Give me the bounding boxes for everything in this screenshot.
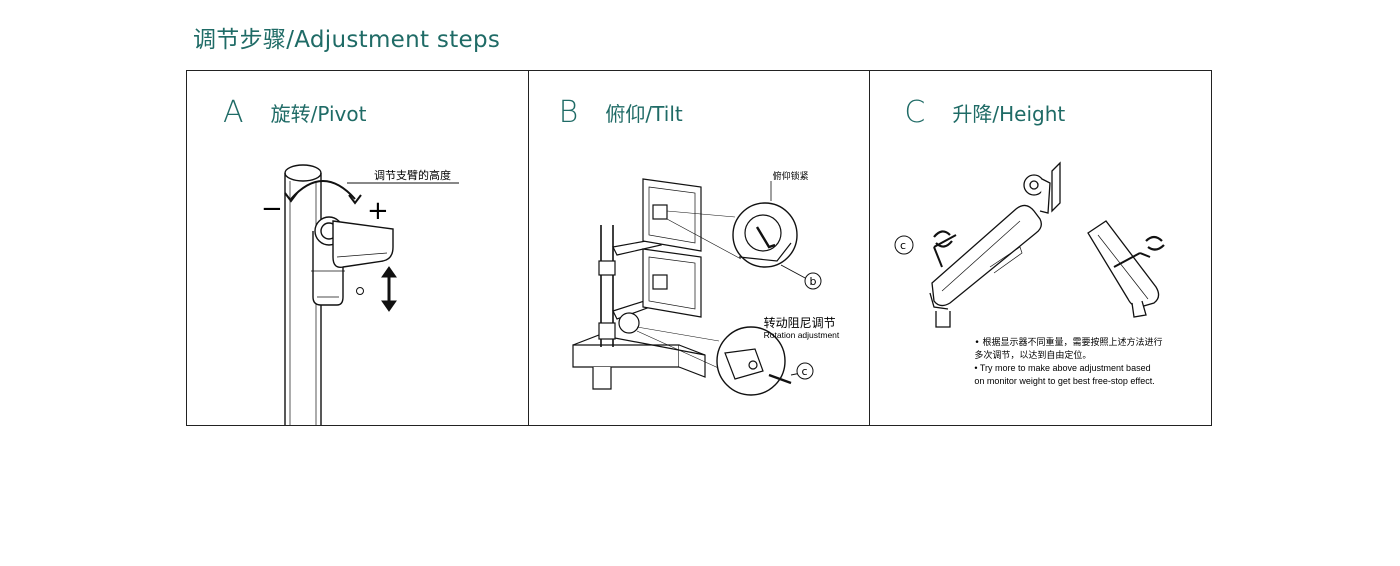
panel-title: 旋转/Pivot bbox=[270, 102, 367, 126]
panel-pivot: A 旋转/Pivot bbox=[187, 71, 528, 425]
panel-letter: C bbox=[904, 95, 926, 130]
marker-c-icon: c bbox=[894, 235, 914, 255]
adjustment-steps-panels: A 旋转/Pivot bbox=[186, 70, 1212, 426]
panel-letter: A bbox=[223, 95, 244, 130]
height-double-arrow-icon bbox=[381, 266, 397, 312]
rotation-callout-en: Rotation adjustment bbox=[763, 330, 840, 340]
panel-pivot-header: A 旋转/Pivot bbox=[223, 95, 366, 130]
pivot-callout: 调节支臂的高度 bbox=[374, 169, 451, 182]
marker-b-icon: b bbox=[804, 272, 822, 290]
panel-letter: B bbox=[558, 95, 579, 130]
marker-c-icon: c bbox=[796, 362, 814, 380]
note-line: 多次调节，以达到自由定位。 bbox=[974, 350, 1092, 361]
page-title: 调节步骤/Adjustment steps bbox=[193, 27, 501, 53]
pivot-illustration: − + bbox=[261, 164, 459, 425]
panel-height: C 升降/Height bbox=[869, 71, 1211, 425]
tilt-lock-callout: 俯仰锁紧 bbox=[772, 172, 809, 182]
rotation-callout-cn: 转动阻尼调节 bbox=[763, 316, 836, 330]
marker-c-label: c bbox=[900, 239, 906, 252]
panel-title: 升降/Height bbox=[952, 102, 1066, 126]
note-line: on monitor weight to get best free-stop … bbox=[974, 375, 1155, 386]
tilt-illustration: b c bbox=[572, 178, 822, 396]
minus-sign: − bbox=[261, 194, 283, 224]
panel-tilt: B 俯仰/Tilt bbox=[527, 71, 870, 425]
note-line: • Try more to make above adjustment base… bbox=[974, 363, 1151, 373]
height-notes: • 根据显示器不同重量，需要按照上述方法进行 多次调节，以达到自由定位。 • T… bbox=[974, 337, 1162, 387]
rotate-arrows-icon bbox=[933, 230, 1166, 251]
marker-b-label: b bbox=[809, 275, 816, 288]
plus-sign: + bbox=[367, 196, 389, 226]
marker-c-label: c bbox=[801, 365, 807, 378]
panel-height-header: C 升降/Height bbox=[904, 95, 1065, 130]
note-line: • 根据显示器不同重量，需要按照上述方法进行 bbox=[974, 338, 1163, 348]
height-illustration: c bbox=[894, 161, 1166, 328]
panel-tilt-header: B 俯仰/Tilt bbox=[559, 95, 683, 130]
panel-title: 俯仰/Tilt bbox=[605, 102, 683, 126]
